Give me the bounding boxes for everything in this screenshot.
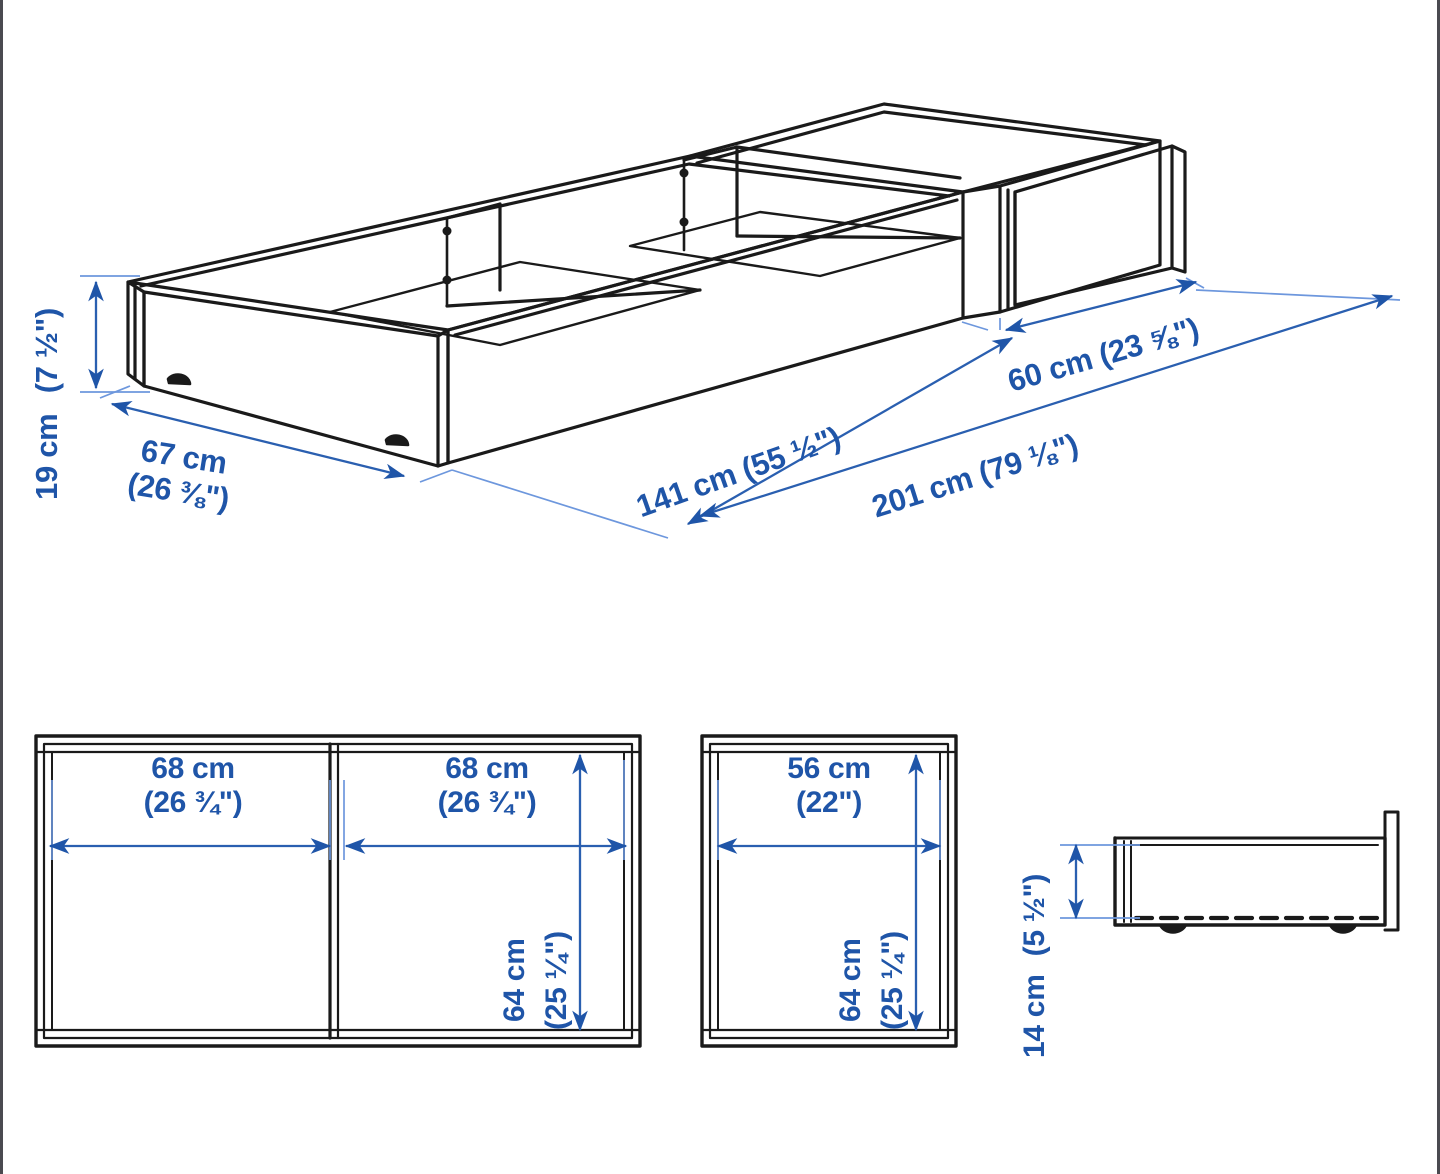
dowel-hole — [679, 168, 689, 178]
page-left-border — [0, 0, 3, 1174]
side-height-inch: (5 ½") — [1018, 873, 1051, 957]
dim-label-compartment2-width: 68 cm (26 ¾") — [412, 752, 562, 819]
page-right-border — [1437, 0, 1440, 1174]
dim-label-iso-height: 19 cm (7 ½") — [29, 308, 65, 500]
dim-label-panel-large-height-cm: 64 cm — [498, 938, 531, 1022]
compartment1-width-cm: 68 cm — [151, 752, 235, 785]
compartment1-width-inch: (26 ¾") — [143, 785, 243, 819]
dim-label-panel-small-height-inch: (25 ¼") — [876, 931, 909, 1030]
dimension-arrows — [48, 279, 1394, 1032]
dim-label-panel-small-height-cm: 64 cm — [834, 938, 867, 1022]
extension-lines — [51, 275, 1401, 919]
dim-label-side-height: 14 cm (5 ½") — [1018, 874, 1052, 1058]
dowel-hole — [679, 217, 689, 227]
dim-arrow-depth-67 — [110, 401, 406, 479]
side-height-cm: 14 cm — [1018, 974, 1051, 1058]
compartment2-width-inch: (26 ¾") — [437, 785, 537, 819]
dim-label-panel-small-width: 56 cm (22") — [754, 752, 904, 819]
dowel-hole — [442, 226, 452, 236]
iso-small-box-side — [998, 139, 1162, 314]
dowel-hole — [442, 275, 452, 285]
panel-side-lineart — [1113, 810, 1400, 934]
panel-small-width-inch: (22") — [795, 785, 863, 819]
dim-label-panel-large-height-inch: (25 ¼") — [540, 931, 573, 1030]
side-caster-left — [1158, 923, 1188, 934]
side-caster-right — [1328, 923, 1358, 934]
dim-label-compartment1-width: 68 cm (26 ¾") — [118, 752, 268, 819]
panel-small-width-cm: 56 cm — [787, 752, 871, 785]
dim-iso-height-line1: 19 cm — [29, 413, 64, 500]
dim-iso-height-line2: (7 ½") — [29, 308, 64, 394]
dim-arrow-length-201 — [698, 294, 1394, 518]
compartment2-width-cm: 68 cm — [445, 752, 529, 785]
